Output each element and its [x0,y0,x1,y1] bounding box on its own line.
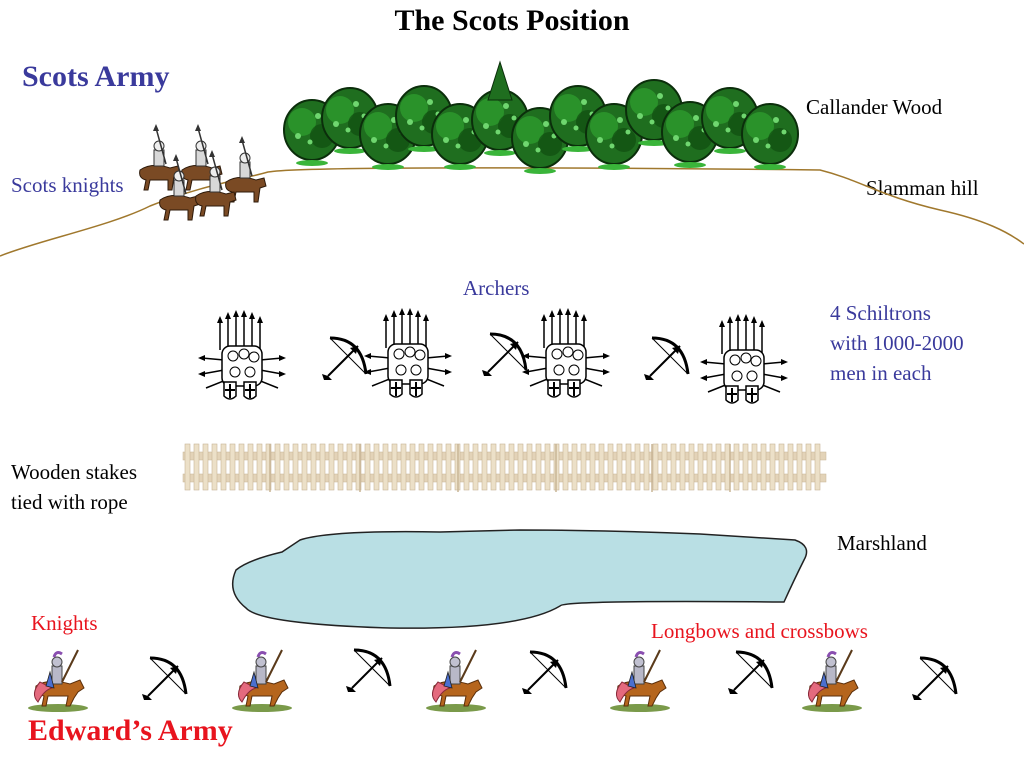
page-title: The Scots Position [394,4,630,37]
schiltrons-label-line-1: 4 Schiltrons [830,301,931,325]
schiltrons-label: 4 Schiltrons with 1000-2000 men in each [830,298,964,388]
scots-knights-group [138,123,267,221]
schiltrons-label-line-3: men in each [830,361,932,385]
callander-wood [283,60,799,175]
wooden-stakes-label-line-1: Wooden stakes [11,460,138,484]
archers-label: Archers [463,276,530,300]
marshland-area [231,529,808,629]
marshland-label: Marshland [837,531,927,555]
edward-army-heading: Edward’s Army [28,714,233,747]
scots-army-heading: Scots Army [22,60,170,93]
slamman-hill-label: Slamman hill [866,176,979,200]
callander-wood-label: Callander Wood [806,95,943,119]
slamman-hill-ridge [0,167,1024,257]
longbows-label: Longbows and crossbows [651,619,868,643]
knights-label: Knights [31,611,98,635]
wooden-stakes-label-line-2: tied with rope [11,490,128,514]
scots-knights-label: Scots knights [11,173,124,197]
wooden-stakes-fence [182,443,827,492]
schiltrons-label-line-2: with 1000-2000 [830,331,964,355]
schiltrons [197,307,789,404]
wooden-stakes-label: Wooden stakes tied with rope [11,457,137,517]
